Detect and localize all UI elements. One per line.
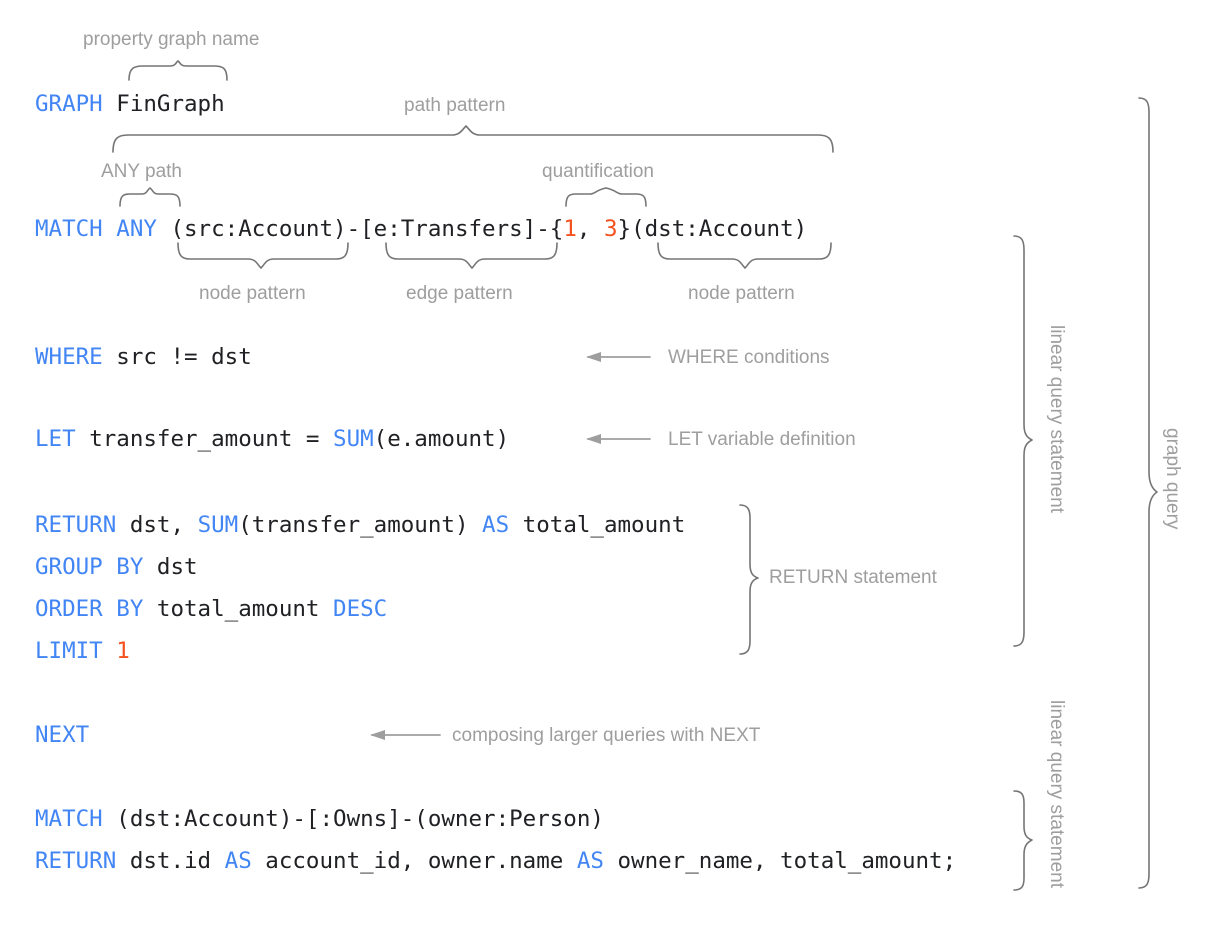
keyword-match: MATCH: [35, 216, 103, 242]
brace-quantification: [565, 187, 647, 207]
dash-2: -: [536, 216, 550, 242]
space: [116, 512, 130, 538]
code-line-limit: LIMIT 1: [35, 638, 130, 664]
graph-name: FinGraph: [116, 91, 225, 117]
keyword-order-by: ORDER BY: [35, 596, 144, 622]
annotation-path-pattern: path pattern: [404, 95, 506, 116]
brace-any-path: [119, 187, 181, 207]
annotation-let-variable-definition: LET variable definition: [668, 429, 856, 450]
return-2-col-a: dst.id: [129, 848, 225, 874]
brace-linear-query-statement-2: [1013, 790, 1033, 891]
keyword-let: LET: [35, 426, 76, 452]
annotation-edge-pattern: edge pattern: [406, 283, 513, 304]
keyword-as: AS: [482, 512, 510, 538]
annotation-linear-query-statement-2: linear query statement: [1046, 700, 1067, 888]
keyword-as: AS: [576, 848, 604, 874]
code-line-where: WHERE src != dst: [35, 344, 252, 370]
code-line-order-by: ORDER BY total_amount DESC: [35, 596, 388, 622]
node-pattern-dst: (dst:Account): [631, 216, 808, 242]
let-variable: transfer_amount =: [89, 426, 334, 452]
keyword-group-by: GROUP BY: [35, 554, 144, 580]
brace-linear-query-statement-1: [1013, 235, 1033, 647]
annotation-property-graph-name: property graph name: [83, 29, 260, 50]
keyword-next: NEXT: [35, 722, 90, 748]
return-2-col-c: owner_name, total_amount;: [603, 848, 957, 874]
keyword-where: WHERE: [35, 344, 103, 370]
brace-property-graph-name: [128, 60, 228, 81]
annotation-graph-query: graph query: [1162, 428, 1183, 530]
order-by-expression: total_amount: [143, 596, 334, 622]
space: [116, 848, 130, 874]
annotation-return-statement: RETURN statement: [769, 567, 937, 588]
brace-graph-query: [1138, 97, 1158, 889]
dash-1: -: [346, 216, 361, 242]
keyword-as: AS: [224, 848, 252, 874]
arrowhead-let: [586, 434, 601, 444]
quant-separator: ,: [576, 216, 604, 242]
space: [76, 426, 90, 452]
keyword-return: RETURN: [35, 848, 117, 874]
return-alias: total_amount: [509, 512, 686, 538]
function-sum: SUM: [333, 426, 374, 452]
match-2-pattern: (dst:Account)-[:Owns]-(owner:Person): [116, 806, 604, 832]
annotation-linear-query-statement-1: linear query statement: [1046, 325, 1067, 513]
annotation-composing-with-next: composing larger queries with NEXT: [452, 725, 761, 746]
keyword-any: ANY: [116, 216, 157, 242]
code-line-group-by: GROUP BY dst: [35, 554, 198, 580]
keyword-match: MATCH: [35, 806, 103, 832]
return-2-col-b: account_id, owner.name: [251, 848, 577, 874]
annotation-any-path: ANY path: [101, 161, 182, 182]
node-pattern-src: (src:Account): [170, 216, 347, 242]
space: [157, 216, 171, 242]
annotation-node-pattern-left: node pattern: [199, 283, 306, 304]
code-line-return: RETURN dst, SUM(transfer_amount) AS tota…: [35, 512, 686, 538]
return-columns: dst,: [129, 512, 198, 538]
let-arguments: (e.amount): [373, 426, 510, 452]
quant-close-brace: }: [617, 216, 632, 242]
brace-return-statement: [739, 504, 759, 655]
edge-pattern-transfers: [e:Transfers]: [360, 216, 537, 242]
keyword-graph: GRAPH: [35, 91, 103, 117]
code-line-return-2: RETURN dst.id AS account_id, owner.name …: [35, 848, 957, 874]
space: [103, 91, 117, 117]
brace-node-pattern-left: [177, 242, 349, 269]
keyword-return: RETURN: [35, 512, 117, 538]
brace-edge-pattern: [385, 242, 558, 269]
where-expression: src != dst: [116, 344, 252, 370]
space: [103, 216, 117, 242]
arrowhead-where: [586, 352, 601, 362]
code-line-let: LET transfer_amount = SUM(e.amount): [35, 426, 510, 452]
quant-open-brace: {: [549, 216, 564, 242]
keyword-limit: LIMIT: [35, 638, 103, 664]
space: [103, 638, 117, 664]
annotation-quantification: quantification: [542, 161, 654, 182]
limit-value: 1: [116, 638, 130, 664]
group-by-expression: dst: [143, 554, 198, 580]
code-line-match: MATCH ANY (src:Account)-[e:Transfers]-{1…: [35, 216, 808, 242]
function-sum: SUM: [197, 512, 239, 538]
annotation-where-conditions: WHERE conditions: [668, 347, 830, 368]
arrowhead-next: [370, 730, 385, 740]
code-line-match-2: MATCH (dst:Account)-[:Owns]-(owner:Perso…: [35, 806, 604, 832]
keyword-desc: DESC: [333, 596, 388, 622]
space: [103, 806, 117, 832]
return-arguments: (transfer_amount): [238, 512, 483, 538]
brace-node-pattern-right: [657, 242, 832, 269]
code-line-next: NEXT: [35, 722, 90, 748]
code-line-graph: GRAPH FinGraph: [35, 91, 225, 117]
brace-path-pattern: [112, 125, 834, 153]
quant-upper-bound: 3: [603, 216, 618, 242]
quant-lower-bound: 1: [563, 216, 577, 242]
space: [103, 344, 117, 370]
annotation-node-pattern-right: node pattern: [688, 283, 795, 304]
